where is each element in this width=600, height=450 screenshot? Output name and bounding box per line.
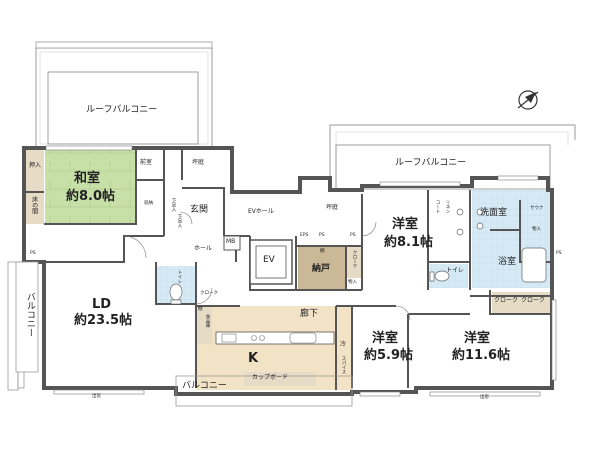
nando-floor [298,246,346,290]
tokonoma-label: 床の間 [30,196,38,214]
shokuhinko-label: 食品庫 [204,314,210,328]
closet-nando-label: クローク [351,250,357,268]
in-bath-label: 物入 [532,227,541,232]
mb-label: MB [226,238,236,245]
ld-label: LD [92,297,112,312]
toilet-left-label: トイレ [176,270,182,284]
tana-k-label: 棚 [198,307,203,312]
yokushitsu-label: 浴室 [498,257,517,267]
genkan-label: 玄関 [190,205,209,215]
closet-a-label: クローク [494,297,519,304]
oshiire-floor [26,150,44,192]
ev-label: EV [263,255,275,265]
fixtures [169,208,547,305]
washitsu-label: 和室 [74,171,101,186]
yoshitsu2-label: 洋室 [372,331,399,346]
cupboard-floor [244,372,316,386]
yoshitsu1-label: 洋室 [392,217,419,232]
toilet-right-label: トイレ [446,267,465,274]
k-label: K [248,351,259,366]
demado-left-label: 出窓 [92,394,101,399]
washitsu-size: 約8.0帖 [66,189,116,204]
nando-label: 納戸 [312,264,331,274]
roof-balcony-left [35,41,213,149]
maenoma-label: 前室 [140,159,153,166]
oshiire-label: 押入 [28,162,41,169]
ld-size: 約23.5帖 [74,313,133,328]
roof-balcony-left-label: ルーフバルコニー [86,105,158,115]
doors [123,211,411,321]
tana-label: 棚 [320,249,325,254]
roof-balcony-right-label: ルーフバルコニー [395,158,467,168]
coat-label: コート [434,200,440,214]
closet-b-label: クローク [521,297,546,304]
yoshitsu1-size: 約8.1帖 [384,235,434,250]
ps-b-label: PS [350,233,356,238]
hall-label: ホール [194,245,213,252]
yoshitsu2-size: 約5.9帖 [364,348,414,363]
senmenjo-label: 洗面室 [480,208,508,218]
ps-c-label: PS [30,251,36,256]
closet-ld-label: クローク [200,291,218,296]
kitchen-counter [215,331,335,345]
balcony-bottom-label: バルコニー [182,381,227,391]
balcony-left-label: バルコニー [24,292,35,337]
washitsu-floor [45,150,137,224]
eps-label: EPS [300,233,309,238]
balcony-bottom [175,375,353,407]
kutsubako-label: 下足入 [176,214,182,228]
ev-hall-label: EVホール [248,208,274,215]
ps-a-label: PS [319,233,325,238]
rouka-label: 廊下 [300,309,319,319]
yoshitsu3-size: 約11.6帖 [452,348,511,363]
spice-label: スパイス [340,356,346,374]
tsuboniwa-top-label: 坪庭 [192,159,205,166]
reizoko-label: 冷 [340,341,347,348]
cupboard-label: カップボード [252,374,289,381]
maenoma-floor [138,150,164,180]
mb-box [223,235,241,251]
north-arrow-icon [517,90,539,110]
tokonoma-floor [26,192,44,224]
balcony-left [7,261,39,391]
ev-shaft [249,239,293,285]
closets-floor [492,292,550,314]
pantry-floor [196,306,212,344]
ps-d-label: PS [556,251,562,256]
shuno-small-label: 収納 [144,201,153,206]
yoshitsu3-label: 洋室 [464,331,491,346]
in-nando-label: 物入 [348,280,357,285]
tsuboniwa-mid-label: 坪庭 [326,204,339,211]
linen-label: リネン [444,200,450,214]
gerobako-label: 下足入 [170,198,176,212]
sauna-label: サウナ [530,206,544,211]
closet-nando-floor [346,246,362,278]
demado-right-label: 出窓 [480,395,489,400]
